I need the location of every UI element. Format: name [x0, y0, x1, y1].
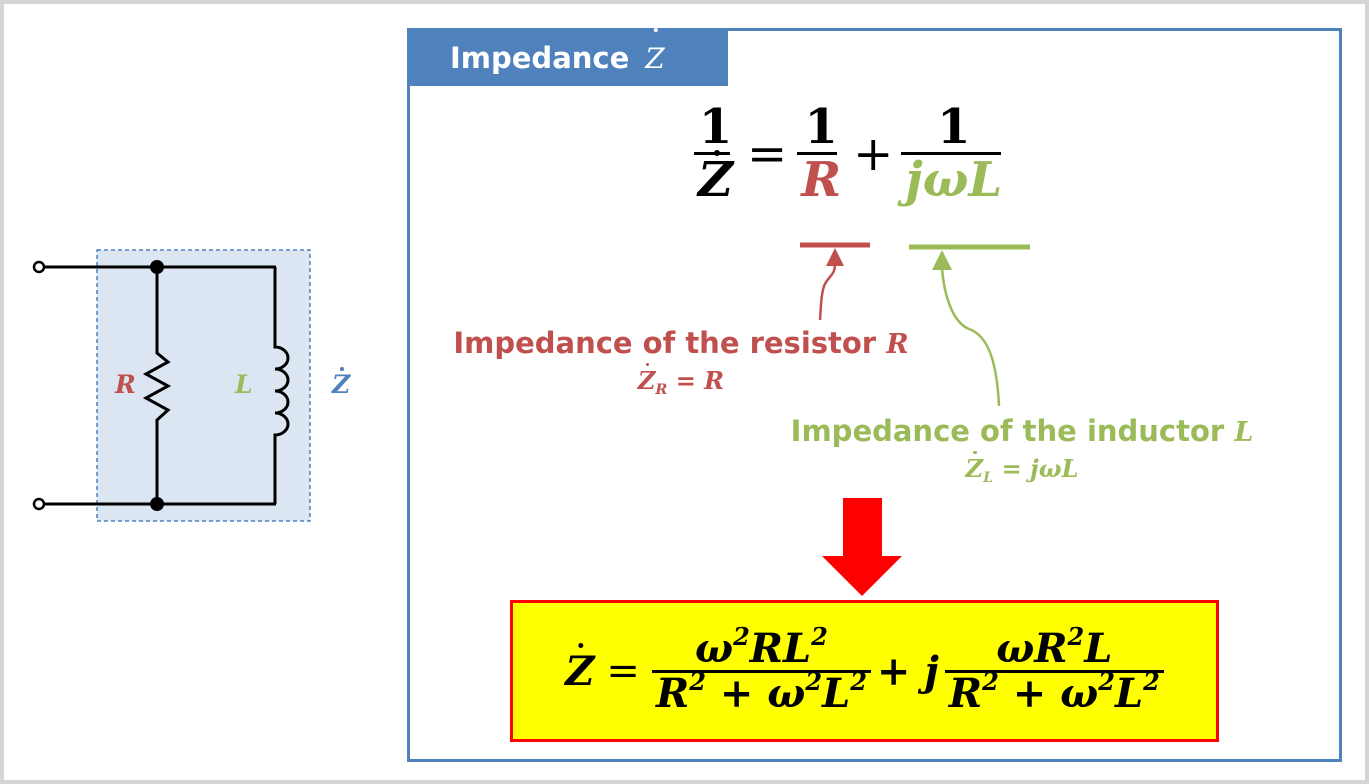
- den-l: L: [1114, 669, 1144, 717]
- exponent: 2: [733, 621, 750, 651]
- fraction-bar: [797, 152, 838, 156]
- imag-num-l: L: [1084, 624, 1113, 672]
- lhs-denominator: Z: [698, 152, 734, 209]
- real-numerator: ω2RL2: [691, 624, 832, 672]
- real-num-rl: RL: [749, 624, 812, 672]
- impedance-symbol: Z: [332, 370, 351, 399]
- inductor-impedance-equation: ZL = jωL: [762, 454, 1282, 487]
- resistor-impedance-equation: ZR = R: [436, 366, 926, 399]
- resistor-symbol: [142, 267, 172, 504]
- exponent: 2: [850, 666, 867, 696]
- den-r: R: [655, 669, 690, 717]
- resistor-annotation: Impedance of the resistor R ZR = R: [436, 326, 926, 399]
- term2-numerator: 1: [937, 99, 971, 155]
- zr-rhs: = R: [675, 366, 725, 395]
- exponent: 2: [811, 621, 828, 651]
- zr-sub: R: [655, 381, 668, 399]
- main-equation: 1 Z = 1 R + 1 jωL: [694, 102, 1006, 206]
- exponent: 2: [1143, 666, 1160, 696]
- exponent: 2: [689, 666, 706, 696]
- zl-rhs: = jωL: [1001, 454, 1079, 483]
- resistor-annotation-symbol: R: [886, 329, 909, 360]
- imag-denominator: R2 + ω2L2: [945, 669, 1164, 717]
- resistor-annotation-text: Impedance of the resistor: [453, 326, 877, 360]
- plus-j: + j: [876, 647, 939, 695]
- result-equation: Z = ω2RL2 R2 + ω2L2 + j ωR2L R2 + ω2L2: [565, 624, 1164, 717]
- term2-denominator: jωL: [905, 152, 1003, 209]
- inductor-annotation-symbol: L: [1234, 417, 1254, 448]
- den-plus-omega: + ω: [1012, 669, 1099, 717]
- exponent: 2: [1098, 666, 1115, 696]
- terminal-top: [32, 260, 46, 274]
- result-lhs: Z: [565, 647, 595, 695]
- inductor-annotation: Impedance of the inductor L ZL = jωL: [762, 414, 1282, 487]
- den-l: L: [822, 669, 851, 717]
- term1-numerator: 1: [804, 99, 838, 155]
- inductor-annotation-line: Impedance of the inductor L: [762, 414, 1282, 448]
- plus-sign: +: [853, 125, 894, 182]
- imag-numerator: ωR2L: [992, 624, 1116, 672]
- panel-title-symbol: Z: [645, 42, 664, 75]
- zr-lhs: Z: [637, 366, 656, 395]
- lhs-numerator: 1: [698, 99, 733, 155]
- equals-sign: =: [747, 125, 788, 182]
- imag-part-fraction: ωR2L R2 + ω2L2: [944, 624, 1164, 717]
- fraction-bar: [944, 669, 1164, 673]
- result-equals: =: [606, 648, 640, 694]
- panel-title: Impedance Z: [410, 31, 728, 86]
- resistor-annotation-line: Impedance of the resistor R: [436, 326, 926, 360]
- den-plus-omega: + ω: [719, 669, 806, 717]
- resistor-label: R: [115, 370, 136, 399]
- result-box: Z = ω2RL2 R2 + ω2L2 + j ωR2L R2 + ω2L2: [510, 600, 1219, 742]
- real-num-omega: ω: [694, 624, 734, 672]
- imag-num-omega-r: ωR: [996, 624, 1068, 672]
- fraction-bar: [651, 669, 871, 673]
- exponent: 2: [1067, 621, 1085, 651]
- term1-denominator: R: [801, 152, 842, 209]
- term2-fraction: 1 jωL: [901, 102, 1006, 206]
- fraction-bar: [901, 152, 1002, 156]
- inductor-symbol: [273, 267, 290, 504]
- zl-lhs: Z: [965, 454, 984, 483]
- term1-fraction: 1 R: [797, 102, 845, 206]
- exponent: 2: [982, 666, 999, 696]
- real-denominator: R2 + ω2L2: [652, 669, 871, 717]
- real-part-fraction: ω2RL2 R2 + ω2L2: [651, 624, 871, 717]
- impedance-label: Z: [332, 370, 350, 399]
- circuit-diagram: [32, 249, 311, 522]
- inductor-label: L: [235, 370, 253, 399]
- lhs-fraction: 1 Z: [694, 102, 737, 206]
- panel-title-text: Impedance: [450, 41, 630, 75]
- zl-sub: L: [983, 469, 994, 487]
- den-r: R: [948, 669, 983, 717]
- inductor-annotation-text: Impedance of the inductor: [790, 414, 1225, 448]
- exponent: 2: [805, 666, 823, 696]
- terminal-bottom: [32, 497, 46, 511]
- z-dot-symbol: Z: [645, 31, 664, 86]
